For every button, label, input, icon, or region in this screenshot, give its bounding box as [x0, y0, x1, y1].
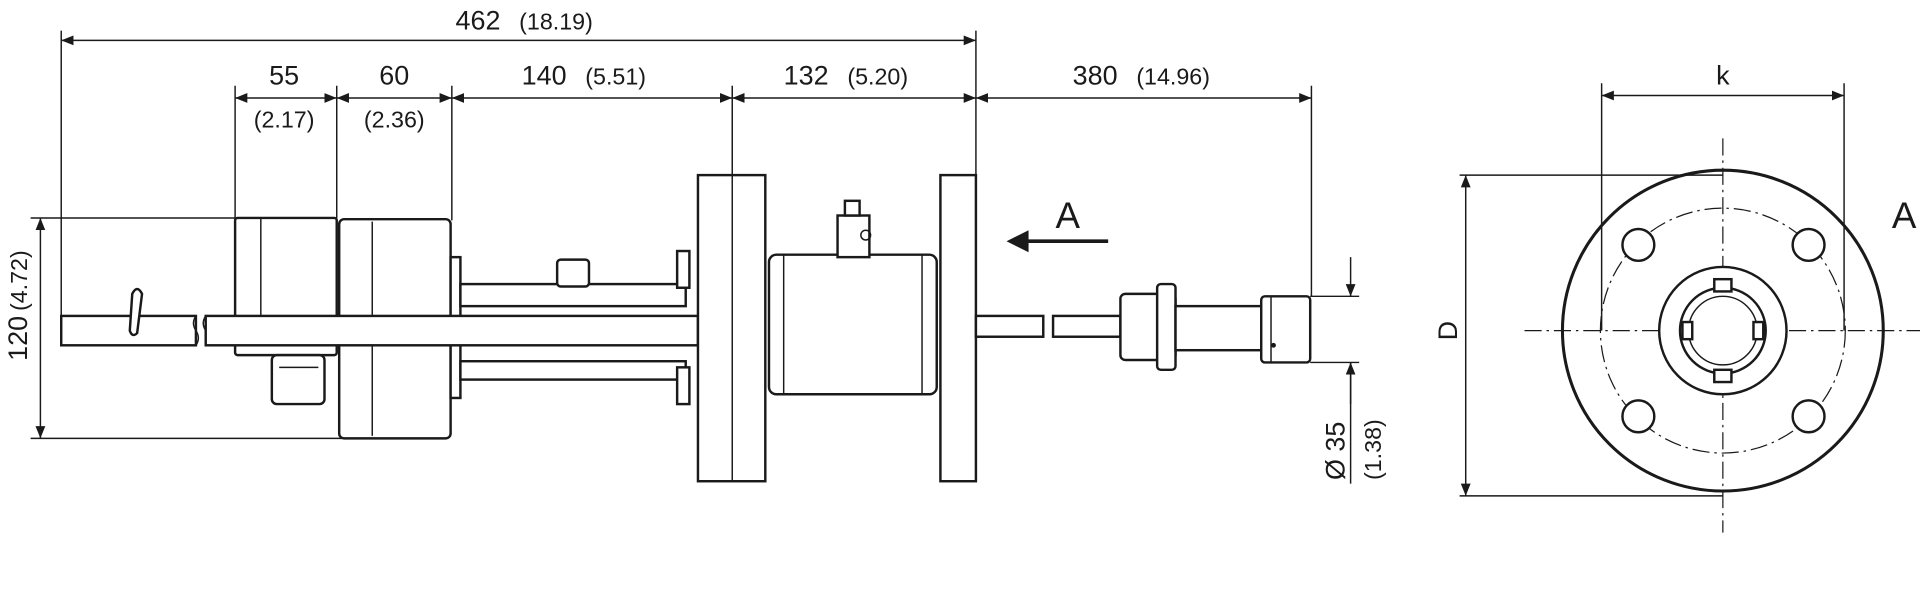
dimension-diameter: Ø 35 (1.38) — [1310, 257, 1386, 484]
dim-diameter-label: Ø 35 — [1320, 422, 1350, 480]
view-arrow-a: A — [1006, 195, 1109, 253]
dimension-overall: 462 (18.19) — [61, 5, 976, 46]
dim-120-label: 120 — [3, 316, 33, 361]
dim-140-label: 140 — [522, 60, 567, 90]
dim-380-label: 380 — [1073, 60, 1118, 90]
flange-front-view: k D A — [1433, 60, 1920, 533]
extension-lines — [30, 30, 1313, 440]
dim-60-label: 60 — [379, 60, 409, 90]
dimension-chain: 55 (2.17) 60 (2.36) 140 (5.51) 132 (5.20… — [235, 60, 1312, 132]
dim-120-inch: (4.72) — [6, 250, 32, 311]
dim-462-inch: (18.19) — [519, 8, 593, 34]
dim-D-label: D — [1433, 321, 1463, 340]
dim-462-label: 462 — [456, 5, 501, 35]
dim-55-label: 55 — [269, 60, 299, 90]
dim-132-label: 132 — [784, 60, 829, 90]
dim-55-inch: (2.17) — [254, 106, 315, 132]
dim-132-inch: (5.20) — [847, 63, 908, 89]
dim-60-inch: (2.36) — [364, 106, 425, 132]
dim-diameter-inch: (1.38) — [1360, 419, 1386, 480]
arrow-a-label: A — [1056, 195, 1081, 236]
dimension-height: 120 (4.72) — [3, 217, 46, 439]
dim-140-inch: (5.51) — [585, 63, 646, 89]
dim-380-inch: (14.96) — [1136, 63, 1210, 89]
dim-k-label: k — [1716, 60, 1730, 90]
view-a-label: A — [1892, 195, 1917, 236]
probe-side-view — [60, 173, 1312, 483]
